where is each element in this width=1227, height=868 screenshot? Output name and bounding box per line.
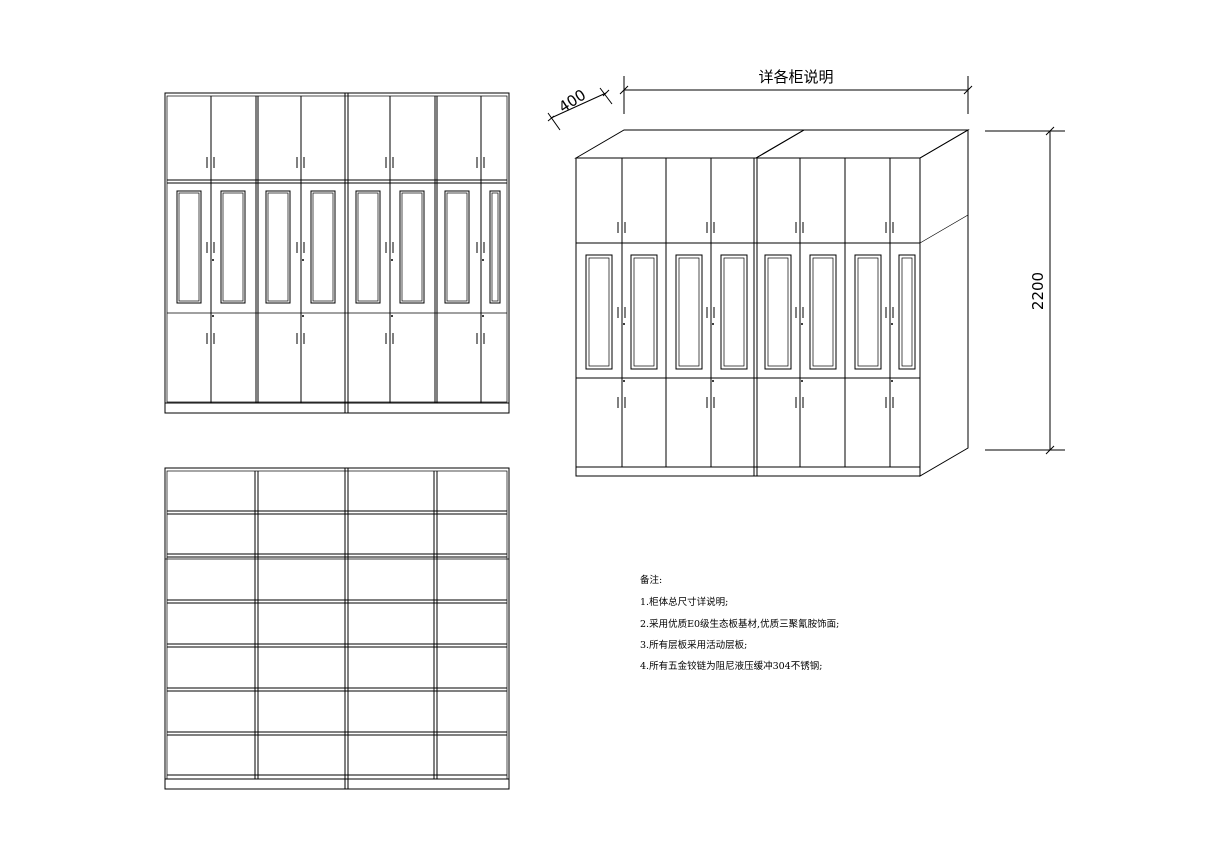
note-item: 3.所有层板采用活动层板;	[640, 640, 748, 651]
perspective-view	[574, 129, 970, 477]
width-dimension: 详各柜说明	[619, 68, 973, 114]
note-item: 1.柜体总尺寸详说明;	[640, 597, 729, 608]
height-dimension: 2200	[985, 126, 1065, 455]
front-elevation	[164, 92, 510, 414]
height-value: 2200	[1029, 272, 1047, 310]
internal-elevation	[164, 467, 510, 790]
depth-value: 400	[555, 86, 589, 117]
depth-dimension: 400	[547, 86, 613, 131]
note-item: 4.所有五金铰链为阻尼液压缓冲304不锈钢;	[640, 661, 823, 672]
width-value: 详各柜说明	[758, 68, 833, 86]
notes-title: 备注:	[640, 575, 663, 586]
note-item: 2.采用优质E0级生态板基材,优质三聚氰胺饰面;	[640, 619, 840, 630]
